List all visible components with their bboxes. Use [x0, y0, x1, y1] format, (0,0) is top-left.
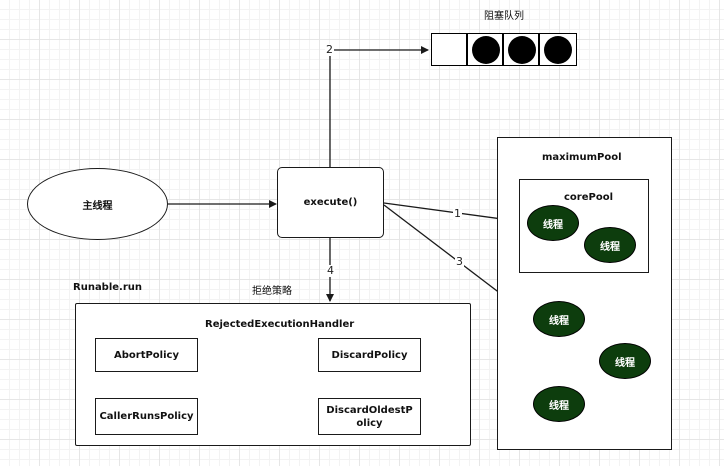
main-thread-node: 主线程 [27, 168, 168, 240]
discard-oldest-policy-label: DiscardOldestPolicy [326, 404, 413, 429]
maximum-pool-label: maximumPool [542, 152, 622, 163]
step-1-label: 1 [453, 207, 462, 220]
queue-slot-filled [467, 33, 503, 66]
core-pool-label: corePool [564, 192, 614, 203]
core-thread-2: 线程 [584, 227, 636, 263]
step-3-label: 3 [455, 255, 464, 268]
queue-slot-empty [431, 33, 467, 66]
caller-runs-policy-box: CallerRunsPolicy [95, 398, 198, 435]
execute-label: execute() [303, 197, 358, 208]
step-2-label: 2 [325, 43, 334, 56]
task-ball [544, 36, 572, 64]
caller-runs-policy-label: CallerRunsPolicy [99, 411, 194, 422]
queue-slot-filled [503, 33, 539, 66]
handler-title: RejectedExecutionHandler [205, 319, 355, 330]
execute-node: execute() [277, 167, 384, 238]
step-4-label: 4 [326, 264, 335, 277]
main-thread-label: 主线程 [82, 200, 113, 212]
discard-oldest-policy-box: DiscardOldestPolicy [318, 398, 421, 435]
core-thread-1: 线程 [527, 205, 579, 241]
abort-policy-label: AbortPolicy [114, 349, 179, 361]
thread-label: 线程 [615, 357, 635, 369]
thread-label: 线程 [549, 400, 569, 412]
task-ball [508, 36, 536, 64]
queue-slot-filled [539, 33, 577, 66]
max-thread-2: 线程 [599, 343, 651, 379]
thread-label: 线程 [543, 219, 563, 231]
blocking-queue-label: 阻塞队列 [484, 11, 524, 22]
max-thread-3: 线程 [533, 386, 585, 422]
thread-label: 线程 [549, 315, 569, 327]
thread-label: 线程 [600, 241, 620, 253]
task-ball [472, 36, 500, 64]
reject-policy-label: 拒绝策略 [252, 286, 292, 297]
abort-policy-box: AbortPolicy [95, 338, 198, 372]
max-thread-1: 线程 [533, 301, 585, 337]
runnable-run-label: Runable.run [73, 282, 143, 293]
discard-policy-box: DiscardPolicy [318, 338, 421, 372]
discard-policy-label: DiscardPolicy [331, 349, 408, 361]
arrow-step-2 [329, 46, 429, 167]
